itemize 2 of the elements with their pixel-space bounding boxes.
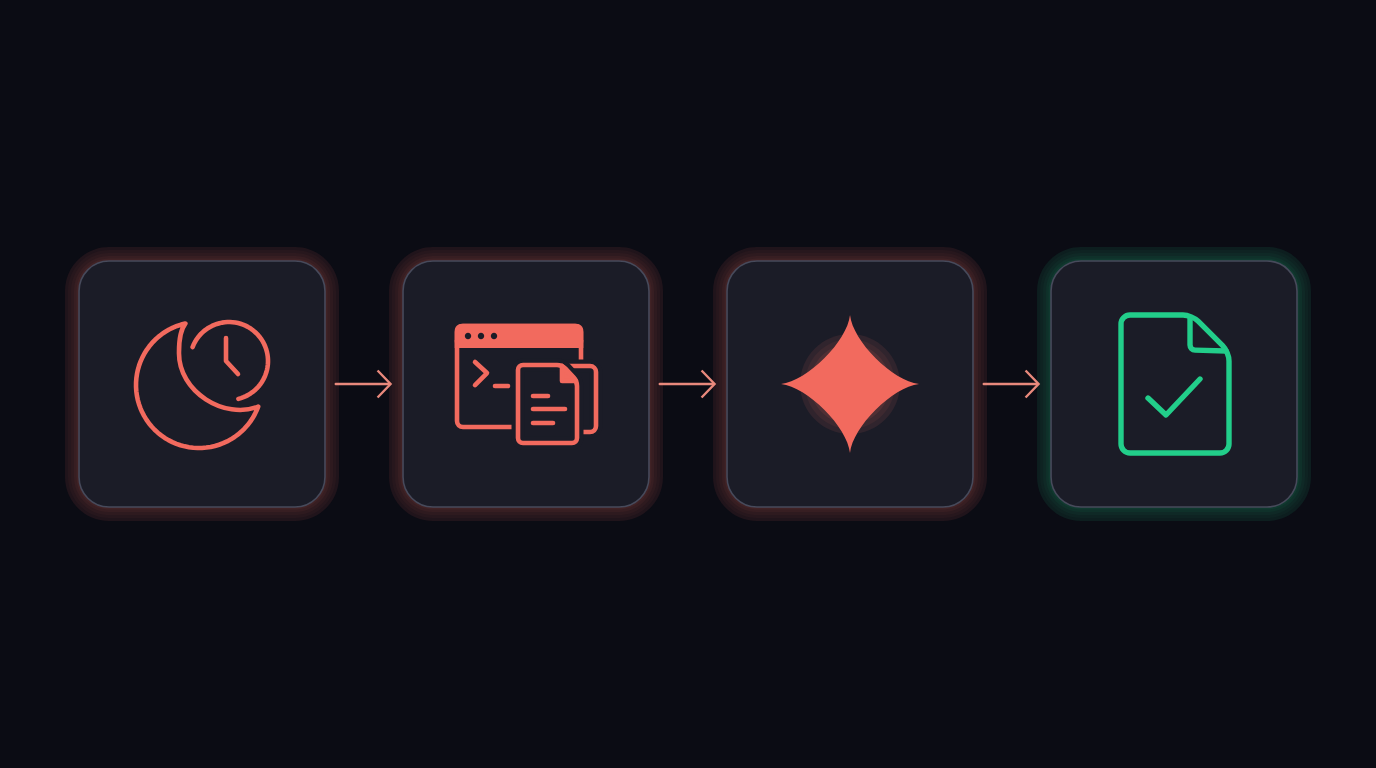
step-box [78,260,326,508]
step-box [1050,260,1298,508]
